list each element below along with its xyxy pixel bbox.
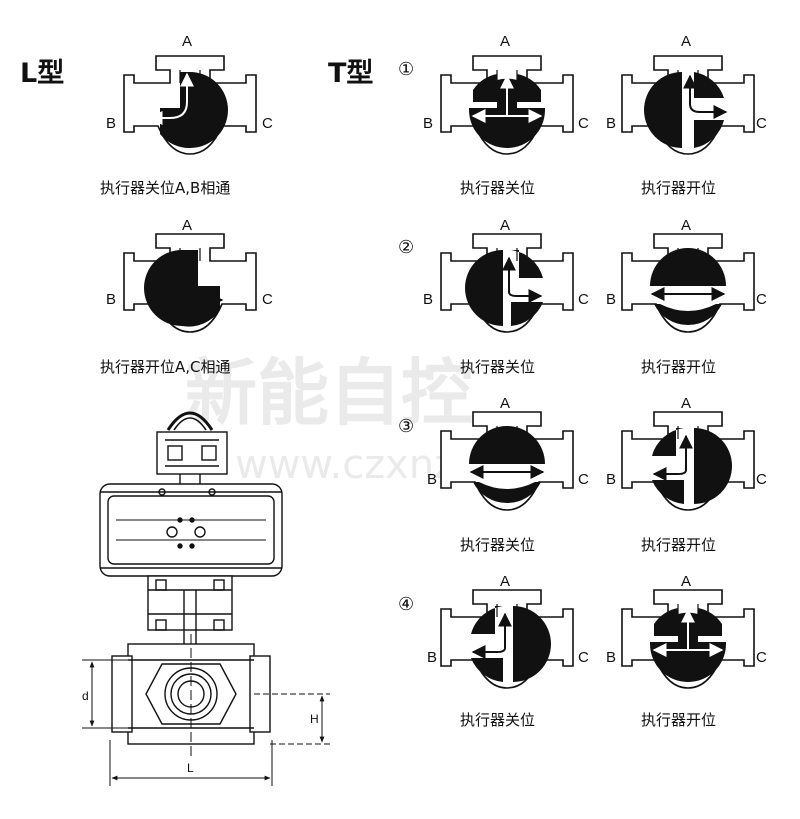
port-a-label: A: [681, 217, 691, 234]
valve-t2-open: [621, 233, 755, 333]
port-c-label: C: [756, 115, 767, 132]
mode-number-4: ④: [398, 594, 414, 615]
port-b-label: B: [606, 649, 616, 666]
port-b-label: B: [106, 115, 116, 132]
port-a-label: A: [500, 573, 510, 590]
caption-l-closed: 执行器关位A,B相通: [100, 179, 230, 197]
dimension-h-label: H: [310, 712, 319, 726]
heading-l-type: L型: [20, 58, 64, 89]
port-a-label: A: [182, 217, 192, 234]
caption-t3-open: 执行器开位: [641, 536, 716, 554]
caption-t4-open: 执行器开位: [641, 711, 716, 729]
valve-t4-open: [621, 589, 755, 689]
port-b-label: B: [423, 115, 433, 132]
mode-number-2: ②: [398, 237, 414, 258]
valve-l-closed: [123, 55, 257, 155]
caption-l-open: 执行器开位A,C相通: [100, 358, 231, 376]
caption-t1-open: 执行器开位: [641, 179, 716, 197]
port-a-label: A: [500, 33, 510, 50]
port-a-label: A: [681, 395, 691, 412]
port-c-label: C: [262, 291, 273, 308]
caption-t3-closed: 执行器关位: [460, 536, 535, 554]
port-c-label: C: [756, 291, 767, 308]
port-c-label: C: [578, 471, 589, 488]
port-a-label: A: [681, 33, 691, 50]
port-b-label: B: [427, 649, 437, 666]
mode-number-1: ①: [398, 59, 414, 80]
dimension-d-label: d: [82, 689, 89, 703]
caption-t4-closed: 执行器关位: [460, 711, 535, 729]
mode-number-3: ③: [398, 416, 414, 437]
valve-t3-closed: [440, 411, 574, 511]
watermark-brand: 新能自控: [185, 351, 473, 435]
port-c-label: C: [578, 649, 589, 666]
port-a-label: A: [182, 33, 192, 50]
valve-t1-closed: [440, 55, 574, 155]
port-a-label: A: [681, 573, 691, 590]
valve-t4-closed: [440, 589, 574, 689]
port-c-label: C: [756, 471, 767, 488]
caption-t1-closed: 执行器关位: [460, 179, 535, 197]
valve-l-open: [123, 233, 257, 333]
dimension-lines: [82, 634, 330, 786]
valve-t2-closed: [440, 233, 574, 333]
port-b-label: B: [423, 291, 433, 308]
port-b-label: B: [606, 471, 616, 488]
port-c-label: C: [262, 115, 273, 132]
valve-t3-open: [621, 411, 755, 511]
port-c-label: C: [578, 291, 589, 308]
heading-t-type: T型: [328, 58, 373, 89]
port-a-label: A: [500, 217, 510, 234]
dimension-l-label: L: [187, 761, 194, 775]
port-b-label: B: [606, 115, 616, 132]
port-c-label: C: [756, 649, 767, 666]
port-b-label: B: [427, 471, 437, 488]
caption-t2-open: 执行器开位: [641, 358, 716, 376]
caption-t2-closed: 执行器关位: [460, 358, 535, 376]
port-b-label: B: [106, 291, 116, 308]
port-b-label: B: [606, 291, 616, 308]
port-c-label: C: [578, 115, 589, 132]
port-a-label: A: [500, 395, 510, 412]
valve-t1-open: [621, 55, 755, 155]
